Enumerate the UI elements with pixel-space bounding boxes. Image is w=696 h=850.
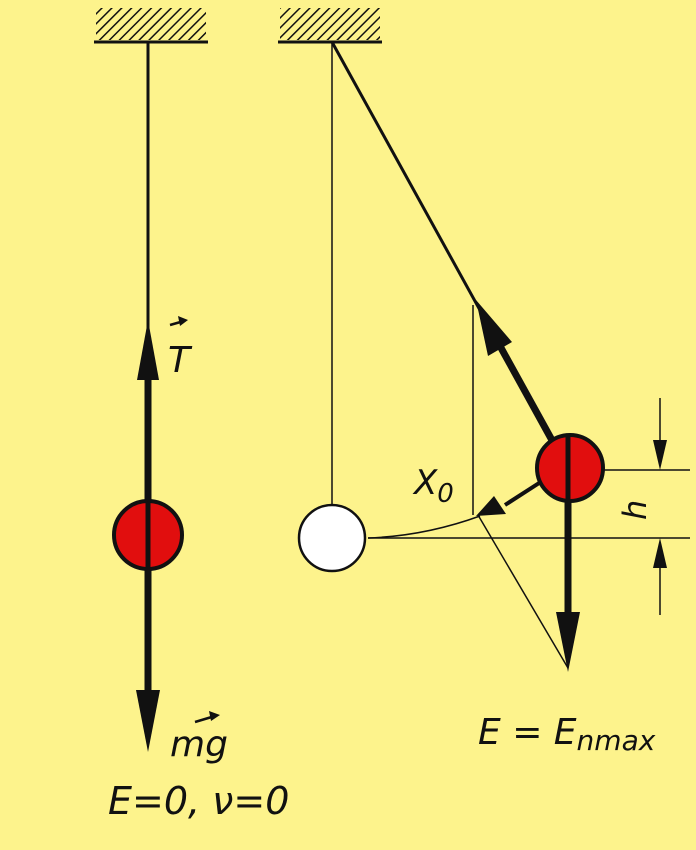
displacement-arrowhead [476,496,506,516]
left-ceiling-hatch [96,8,206,40]
tension-label: T [168,340,193,381]
left-state-label: E=0, ν=0 [108,779,289,823]
right-weight-arrowhead [556,612,580,672]
right-state-label: E = Enmax [478,712,656,757]
right-pendulum: h X0 E = Enmax [278,8,690,757]
weight-vector-tip [209,711,220,721]
rest-position-bob [297,503,367,573]
displacement-label: X0 [412,463,454,509]
tension-vector-tip [178,316,188,326]
weight-label: mg [170,724,228,765]
left-pendulum: T mg E=0, ν=0 [94,8,289,823]
weight-arrowhead [136,690,160,752]
height-dimension [653,398,667,615]
right-ceiling-hatch [280,8,380,40]
height-label: h [616,500,654,520]
right-tension-arrowhead [476,300,512,356]
arc-path [367,515,481,539]
construction-diagonal [477,514,569,669]
tension-arrowhead [137,320,159,380]
